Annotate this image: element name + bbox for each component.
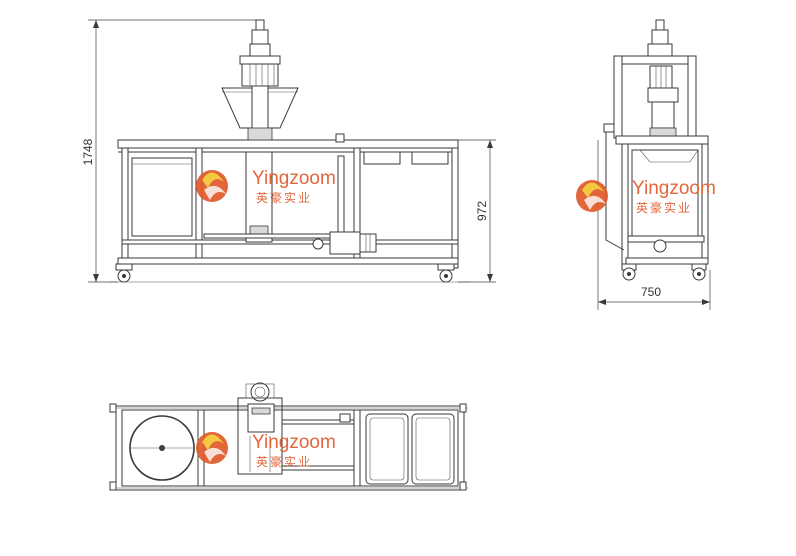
dimension-label-972: 972 (475, 201, 489, 221)
watermark-brand-cn: 英豪实业 (636, 200, 692, 215)
watermark-brand-en: Yingzoom (632, 178, 716, 199)
watermark-brand-en: Yingzoom (252, 432, 336, 453)
dimension-width-side: 750 (597, 140, 711, 310)
yingzoom-logo-icon (196, 170, 228, 202)
watermark-brand-en: Yingzoom (252, 168, 336, 189)
watermark-brand-cn: 英豪实业 (256, 454, 312, 469)
watermark-side: Yingzoom 英豪实业 (576, 178, 716, 215)
dimension-label-750: 750 (641, 285, 661, 299)
front-view (110, 19, 470, 283)
dimension-height-total: 1748 (81, 19, 258, 283)
watermark-top: Yingzoom 英豪实业 (196, 432, 336, 469)
top-view (109, 382, 468, 491)
yingzoom-logo-icon (576, 180, 608, 212)
yingzoom-logo-icon (196, 432, 228, 464)
watermark-brand-cn: 英豪实业 (256, 190, 312, 205)
side-view (603, 19, 709, 281)
dimension-height-frame: 972 (458, 139, 496, 283)
watermark-front: Yingzoom 英豪实业 (196, 168, 336, 205)
dimension-label-1748: 1748 (81, 138, 95, 165)
